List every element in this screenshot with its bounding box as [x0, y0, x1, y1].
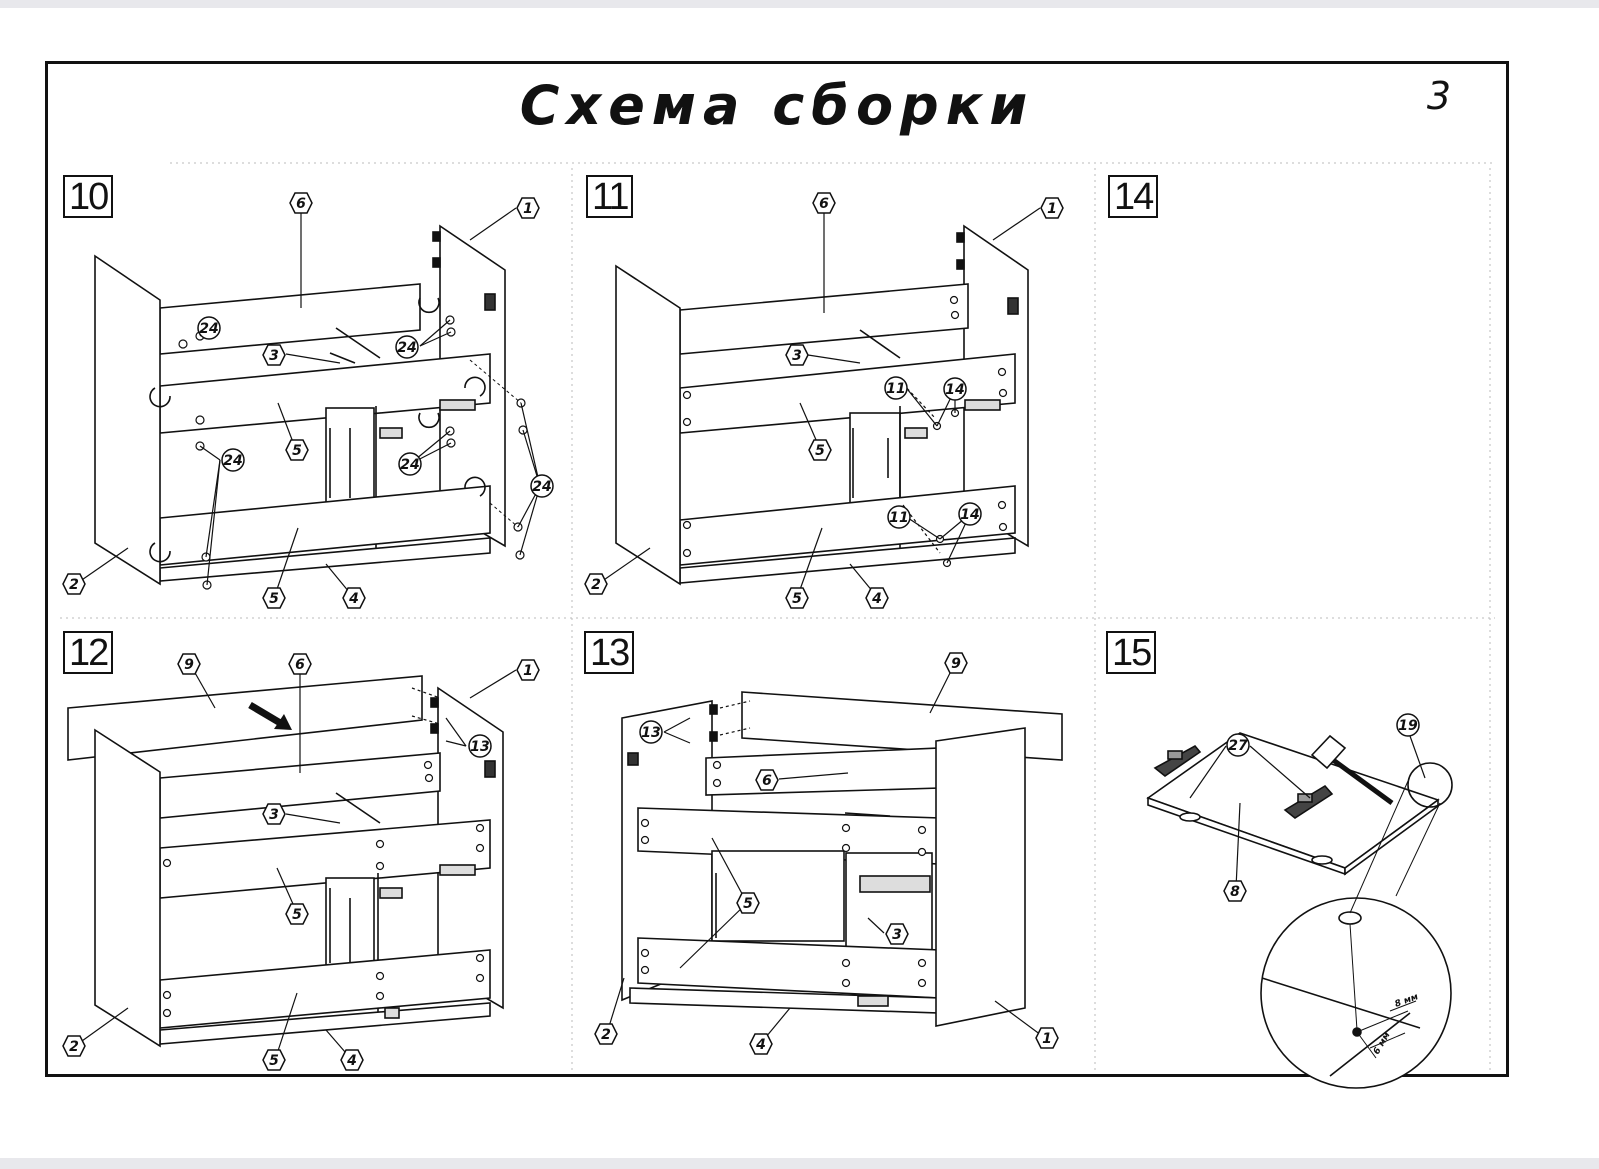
callout-24: 24	[397, 340, 416, 356]
callout-1: 1	[523, 663, 533, 679]
callout-13: 13	[470, 739, 489, 755]
callout-19: 19	[1398, 718, 1418, 734]
step-15-drawing	[1146, 732, 1453, 1089]
callout-6: 6	[296, 196, 306, 212]
step-13-drawing	[621, 691, 1063, 1027]
callout-5: 5	[292, 907, 302, 923]
callout-1: 1	[523, 201, 533, 217]
callout-6: 6	[762, 773, 772, 789]
step-13-label: 13	[584, 631, 635, 674]
callout-6: 6	[819, 196, 829, 212]
step-12-label: 12	[63, 631, 114, 674]
callout-13: 13	[641, 725, 660, 741]
callout-24: 24	[199, 321, 218, 337]
callout-4: 4	[346, 1053, 357, 1069]
callout-14: 14	[960, 507, 979, 523]
callout-4: 4	[871, 591, 882, 607]
callout-9: 9	[951, 656, 961, 672]
callout-9: 9	[184, 657, 194, 673]
callout-3: 3	[792, 348, 802, 364]
callout-5: 5	[269, 591, 279, 607]
callout-5: 5	[815, 443, 825, 459]
callout-8: 8	[1230, 884, 1240, 900]
step-11-drawing	[615, 224, 1029, 586]
callout-5: 5	[792, 591, 802, 607]
callout-4: 4	[755, 1037, 766, 1053]
step-10-label: 10	[63, 175, 114, 218]
step-11-label: 11	[586, 175, 634, 218]
step-12-drawing	[67, 675, 504, 1048]
page-title: Схема сборки	[519, 74, 1035, 137]
callout-2: 2	[591, 577, 601, 593]
assembly-drawings: 6 1 3 5 5 4 2 24 24 24 24 24	[60, 162, 1495, 1089]
callout-11: 11	[889, 510, 908, 526]
callout-1: 1	[1042, 1031, 1052, 1047]
callout-27: 27	[1228, 738, 1248, 754]
page-number: 3	[1426, 74, 1451, 118]
callout-5: 5	[743, 896, 753, 912]
callout-24: 24	[223, 453, 242, 469]
callout-4: 4	[348, 591, 359, 607]
callout-6: 6	[295, 657, 305, 673]
callout-3: 3	[892, 927, 902, 943]
callout-2: 2	[601, 1027, 611, 1043]
step-14-label: 14	[1108, 175, 1159, 218]
callout-2: 2	[69, 1039, 79, 1055]
step-15-label: 15	[1106, 631, 1157, 674]
callout-5: 5	[269, 1053, 279, 1069]
instruction-sheet: Схема сборки 3 10 11 14 12 13 15	[0, 8, 1599, 1158]
step-10-drawing	[94, 224, 506, 586]
callout-24: 24	[400, 457, 419, 473]
callout-3: 3	[269, 348, 279, 364]
callout-1: 1	[1047, 201, 1057, 217]
callout-2: 2	[69, 577, 79, 593]
callout-11: 11	[886, 381, 905, 397]
callout-24: 24	[532, 479, 551, 495]
callout-3: 3	[269, 807, 279, 823]
callout-5: 5	[292, 443, 302, 459]
callout-14: 14	[945, 382, 964, 398]
